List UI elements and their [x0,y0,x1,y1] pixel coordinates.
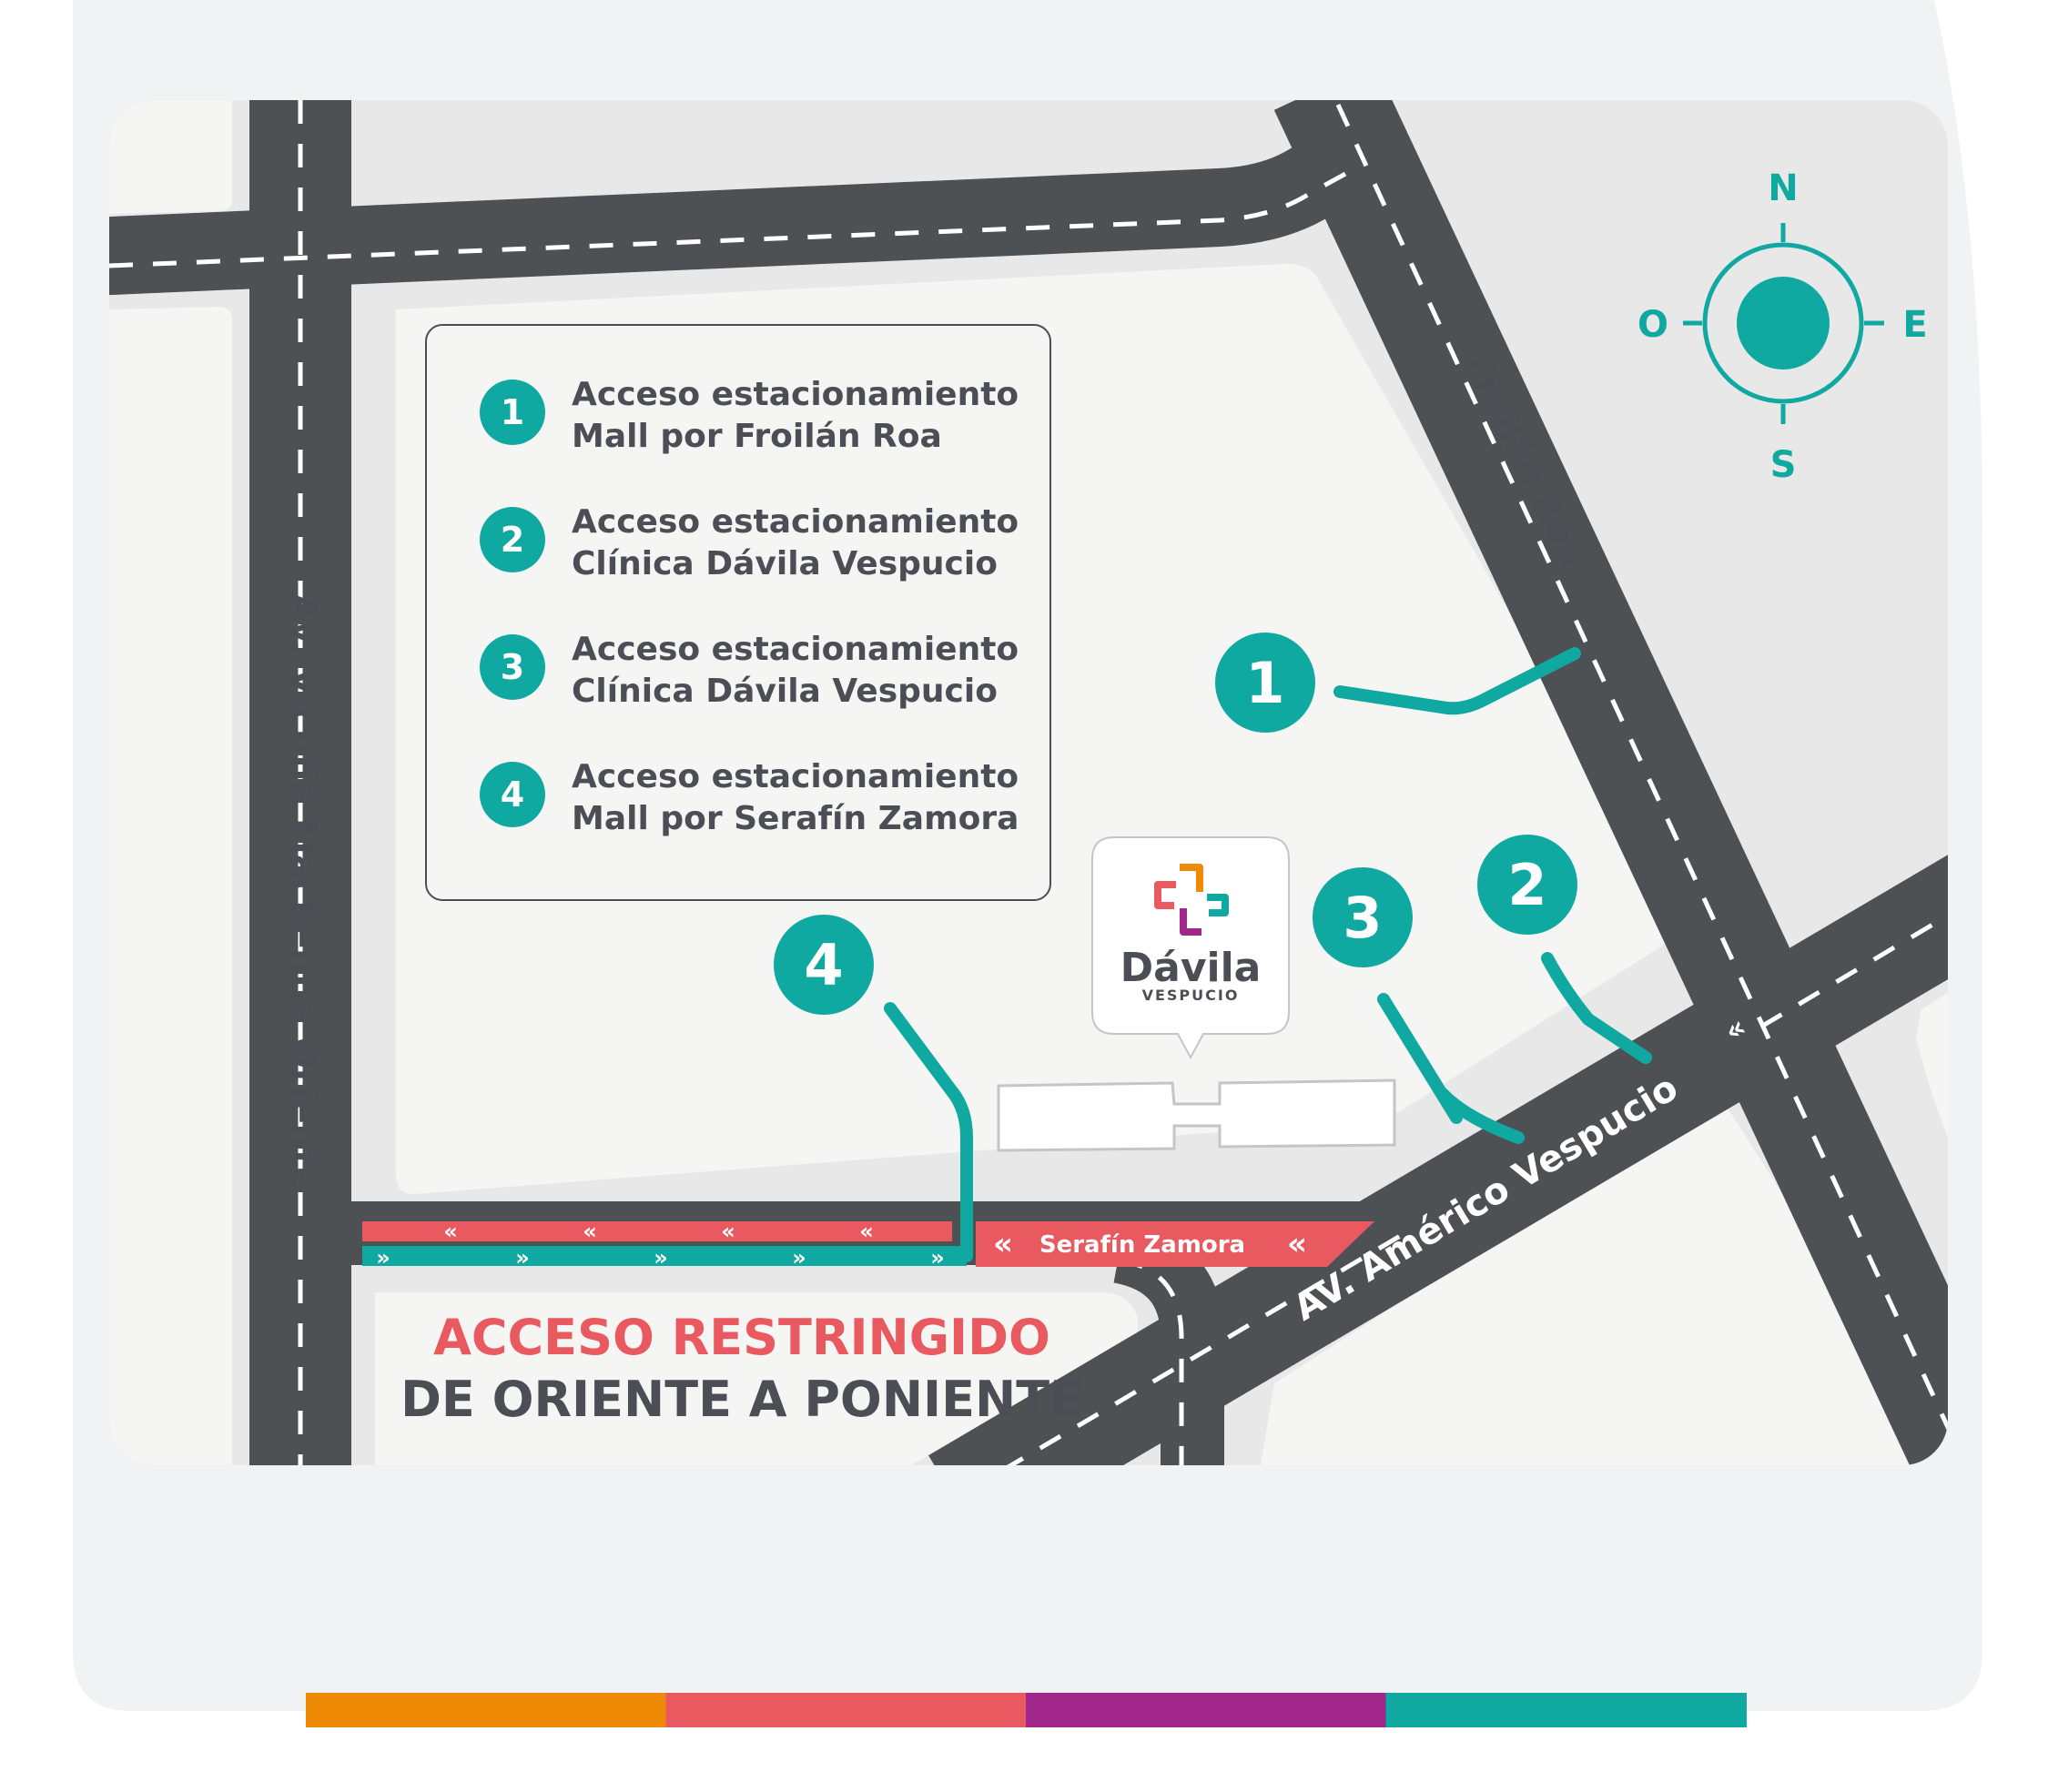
chevron-left-icon: « [859,1219,874,1244]
block-top-left [109,100,232,214]
restriction-line-1: ACCESO RESTRINGIDO [433,1309,1050,1366]
footer-bar-segment [306,1693,667,1727]
footer-bar-segment [1385,1693,1747,1727]
access-marker-1: 1 [1215,633,1315,733]
map-area [109,100,1948,1465]
chevron-right-icon: » [792,1245,806,1271]
legend-number-badge [480,762,545,827]
street-label-serafin: Serafín Zamora [1039,1231,1245,1259]
access-markers: 1 2 3 4 [774,633,1577,1015]
compass-north: N [1768,167,1798,209]
block-left-mid [109,307,232,1465]
marker-number: 4 [804,932,843,998]
lane-red-westbound [362,1221,952,1241]
legend-number: 3 [501,647,524,687]
legend-line-1: Acceso estacionamiento [572,503,1019,541]
marker-circle [1313,867,1413,967]
access-marker-2: 2 [1477,835,1577,935]
legend-number: 1 [501,392,524,432]
restriction-line-2: DE ORIENTE A PONIENTE [400,1371,1083,1428]
marker-number: 3 [1343,885,1382,951]
access-marker-4: 4 [774,915,874,1015]
legend-number-badge [480,380,545,445]
access-path-1 [1333,647,1581,715]
footer-bar-segment [665,1693,1027,1727]
legend-line-1: Acceso estacionamiento [572,376,1019,413]
compass-icon: N S O E [1637,167,1928,486]
chevron-right-icon: » [376,1245,390,1271]
legend-line-2: Mall por Serafín Zamora [572,800,1019,837]
access-path-2 [1541,952,1652,1064]
lane-chevrons: ««««»»»»»««« [376,1009,1752,1271]
legend-number: 2 [501,520,524,560]
compass-east: E [1902,304,1927,346]
footer-color-bar [306,1693,1747,1727]
legend-line-2: Clínica Dávila Vespucio [572,673,998,710]
access-path-3 [1377,993,1525,1144]
marker-number: 1 [1245,650,1284,716]
block-bottom-left [375,1292,1138,1465]
street-label-vicuna: Av. Vicuña Mackenna Oriente [282,593,324,1191]
logo-pin-bubble [1091,836,1290,1060]
compass-south: S [1770,444,1797,486]
marker-circle [774,915,874,1015]
access-path-4 [884,1002,973,1262]
block-bottom-right [1261,1104,1948,1465]
davila-logo-pin: Dávila VESPUCIO [1091,836,1290,1060]
chevron-left-icon: « [1287,1226,1307,1262]
legend-line-2: Mall por Froilán Roa [572,418,942,455]
chevron-right-icon: » [654,1245,668,1271]
chevron-right-icon: » [515,1245,530,1271]
davila-cross-logo [1154,864,1229,936]
chevron-left-icon: « [443,1219,458,1244]
legend-line-1: Acceso estacionamiento [572,631,1019,668]
logo-subtitle: VESPUCIO [1142,987,1240,1004]
marker-circle [1215,633,1315,733]
legend-box [425,324,1051,901]
footer-bar-segment [1026,1693,1387,1727]
legend-line-1: Acceso estacionamiento [572,758,1019,795]
lane-teal-eastbound [362,1246,967,1266]
legend-number-badge [480,634,545,700]
compass-west: O [1637,304,1668,346]
legend-number-badge [480,507,545,572]
chevron-right-icon: » [930,1245,945,1271]
chevron-left-icon: « [583,1219,597,1244]
logo-name: Dávila [1120,945,1262,991]
chevron-left-icon: « [993,1226,1013,1262]
access-paths [884,647,1652,1262]
access-marker-3: 3 [1313,867,1413,967]
marker-circle [1477,835,1577,935]
building-outline [997,1078,1396,1152]
block-far-right [1916,992,1948,1138]
lane-red-label [976,1221,1374,1267]
road-top [109,119,1384,296]
legend-number: 4 [501,775,524,815]
legend-line-2: Clínica Dávila Vespucio [572,545,998,582]
chevron-left-icon: « [721,1219,735,1244]
marker-number: 2 [1507,852,1546,918]
